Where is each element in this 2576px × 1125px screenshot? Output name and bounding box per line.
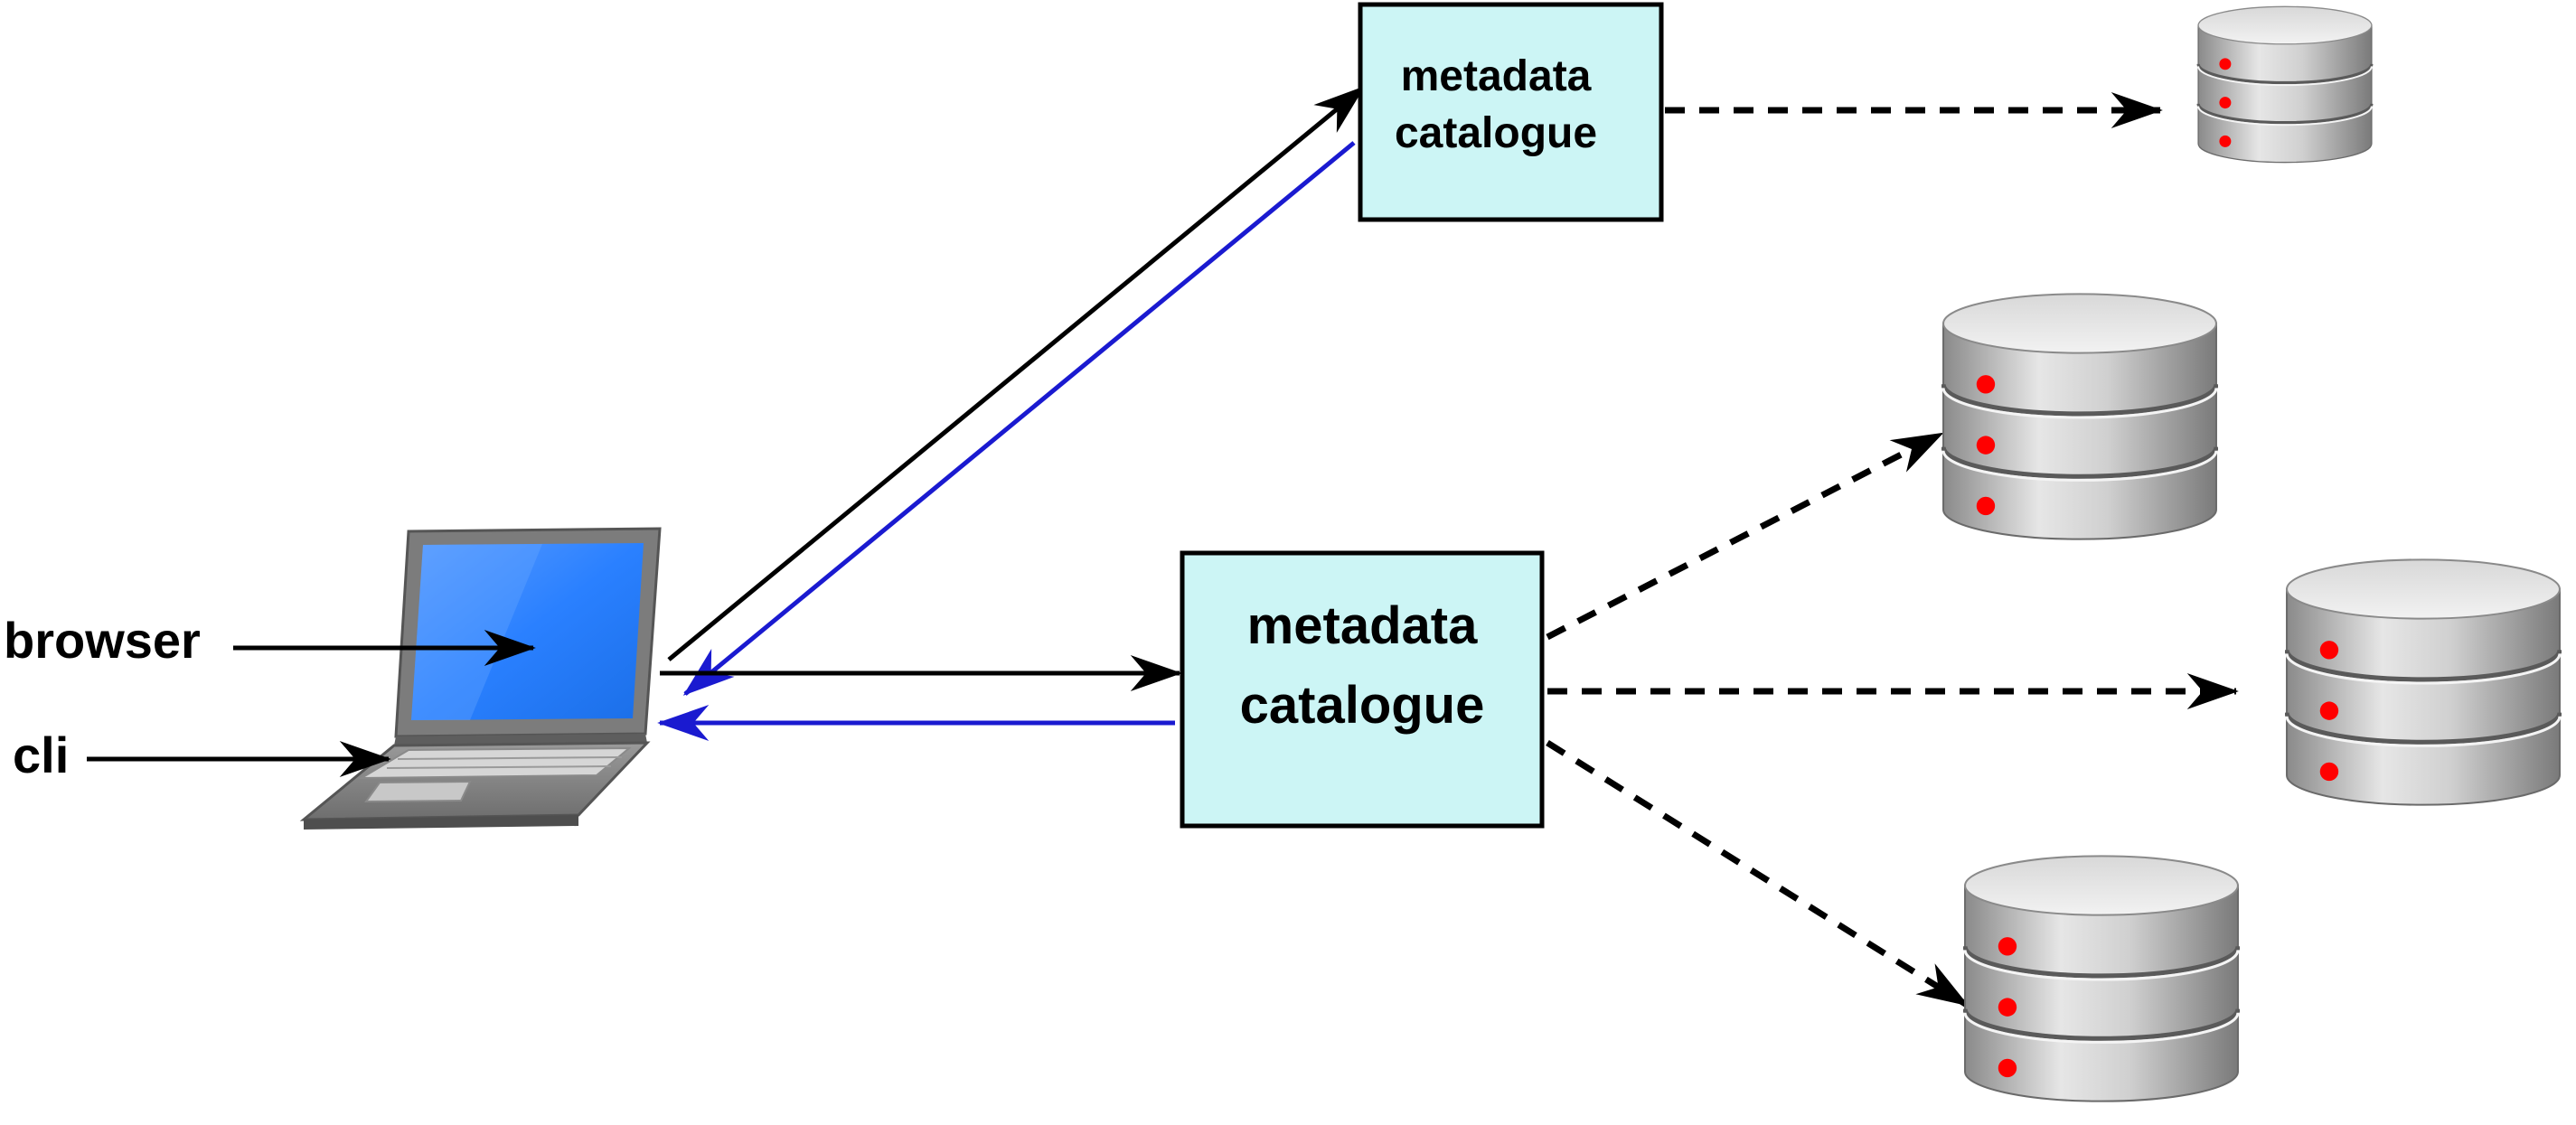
- database-icon: [1965, 856, 2238, 1101]
- catalogue-top-line1: metadata: [1401, 52, 1592, 100]
- cli-label: cli: [13, 727, 69, 783]
- storage-link-upper: [1546, 430, 1944, 641]
- catalogue-main-line1: metadata: [1247, 596, 1478, 655]
- database-icon: [2287, 559, 2560, 804]
- browser-label: browser: [4, 612, 201, 669]
- response-arrow-top: [682, 141, 1356, 696]
- request-arrow-top: [667, 86, 1366, 661]
- storage-link-lower: [1546, 740, 1970, 1008]
- database-icon: [1943, 294, 2216, 539]
- catalogue-top-line2: catalogue: [1395, 109, 1597, 157]
- laptop-icon: [299, 527, 662, 830]
- catalogue-main-line2: catalogue: [1240, 676, 1485, 735]
- metadata-catalogue-top: metadata catalogue: [1358, 2, 1664, 222]
- database-icon: [2196, 5, 2374, 164]
- metadata-catalogue-main: metadata catalogue: [1180, 550, 1545, 829]
